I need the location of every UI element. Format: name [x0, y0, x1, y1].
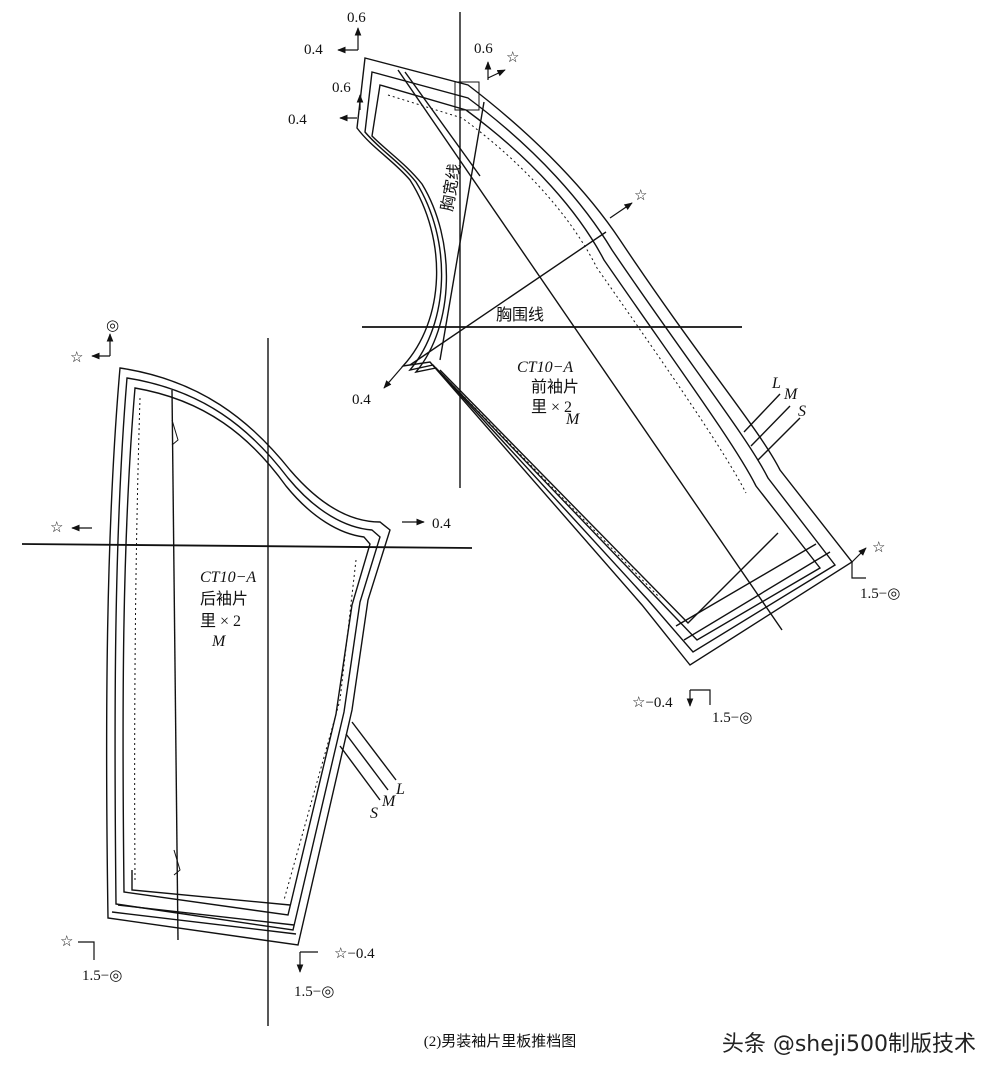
front-chest-line-label: 胸围线 — [496, 306, 544, 324]
front-piece-size: M — [565, 411, 581, 428]
front-size-l: L — [771, 375, 781, 392]
front-piece-name: 前袖片 — [531, 378, 579, 396]
back-seam — [134, 397, 141, 881]
back-mark-04-side: 0.4 — [432, 516, 451, 532]
back-ext-l — [351, 721, 397, 781]
back-outline-l — [105, 367, 391, 946]
front-ext-s — [757, 417, 801, 461]
back-piece-name: 后袖片 — [200, 590, 248, 608]
front-notch-box — [454, 81, 480, 111]
front-cap-diag — [439, 101, 485, 361]
front-hem-1 — [683, 551, 831, 641]
back-hem-box — [131, 870, 291, 906]
watermark: 头条 @sheji500制版技术 — [721, 1032, 976, 1057]
back-hem-1 — [117, 904, 295, 926]
front-size-m: M — [783, 386, 799, 403]
back-ext-m — [345, 733, 389, 791]
back-mark-hem-star: ☆−0.4 — [334, 946, 375, 962]
front-ext-m — [750, 405, 791, 447]
back-mark-circle-top: ◎ — [106, 318, 119, 334]
back-hem-2 — [111, 911, 297, 935]
back-grain-notch-top — [171, 419, 179, 446]
back-mark-star-hem: ☆ — [60, 934, 73, 950]
back-piece-qty: 里 × 2 — [200, 612, 241, 630]
front-mark-hem-circle-2: 1.5−◎ — [712, 710, 752, 726]
front-mark-04-mid: 0.4 — [288, 112, 307, 128]
front-mark-hem-circle: 1.5−◎ — [860, 586, 900, 602]
front-outline-m — [364, 71, 837, 653]
front-inner-box — [439, 369, 779, 624]
back-piece-size: M — [211, 633, 227, 650]
figure-caption: (2)男装袖片里板推档图 — [423, 1034, 577, 1050]
front-mark-star-side: ☆ — [634, 188, 647, 204]
back-size-l: L — [395, 781, 405, 798]
front-piece-code: CT10−A — [517, 359, 573, 376]
front-mark-hem-star: ☆−0.4 — [632, 695, 673, 711]
front-hem-2 — [675, 543, 817, 627]
back-labels: ◎ ☆ ☆ 0.4 CT10−A 后袖片 里 × 2 M S M L ☆ 1.5… — [50, 318, 451, 1000]
back-grain-line — [171, 389, 179, 941]
front-ext-l — [743, 393, 781, 433]
front-grain-line — [397, 69, 783, 631]
front-mark-star-right: ☆ — [506, 50, 519, 66]
front-seam — [387, 94, 747, 494]
front-labels: 0.6 0.4 0.6 ☆ 0.6 0.4 ☆ 0.4 ☆ 1.5−◎ ☆−0.… — [288, 10, 900, 726]
back-outline-m — [114, 377, 381, 931]
back-chest-line — [21, 543, 473, 549]
back-seam-2 — [283, 559, 357, 901]
front-outline-l — [356, 57, 854, 666]
front-mark-04-top: 0.4 — [304, 42, 323, 58]
back-size-m: M — [381, 793, 397, 810]
front-mark-star-hem: ☆ — [872, 540, 885, 556]
back-grain-notch-bottom — [173, 849, 181, 876]
front-mark-06-right: 0.6 — [474, 41, 493, 57]
front-mark-06-top: 0.6 — [347, 10, 366, 26]
back-mark-star-side: ☆ — [50, 520, 63, 536]
front-mark-06-mid: 0.6 — [332, 80, 351, 96]
front-cap-diag-2 — [404, 71, 481, 177]
front-mark-04-bottom: 0.4 — [352, 392, 371, 408]
back-size-s: S — [370, 805, 378, 822]
back-mark-hem-circle: 1.5−◎ — [82, 968, 122, 984]
front-outline-s — [371, 84, 822, 641]
front-size-s: S — [798, 403, 806, 420]
back-outline-s — [122, 387, 371, 916]
back-grade-arrows — [71, 333, 425, 973]
back-mark-hem-circle-2: 1.5−◎ — [294, 984, 334, 1000]
front-piece-qty: 里 × 2 — [531, 398, 572, 416]
back-sleeve-pattern — [21, 338, 473, 1026]
back-mark-star-top: ☆ — [70, 350, 83, 366]
front-sleeve-pattern — [356, 12, 854, 666]
back-ext-s — [339, 745, 381, 801]
front-grade-arrows — [337, 27, 867, 707]
back-piece-code: CT10−A — [200, 569, 256, 586]
